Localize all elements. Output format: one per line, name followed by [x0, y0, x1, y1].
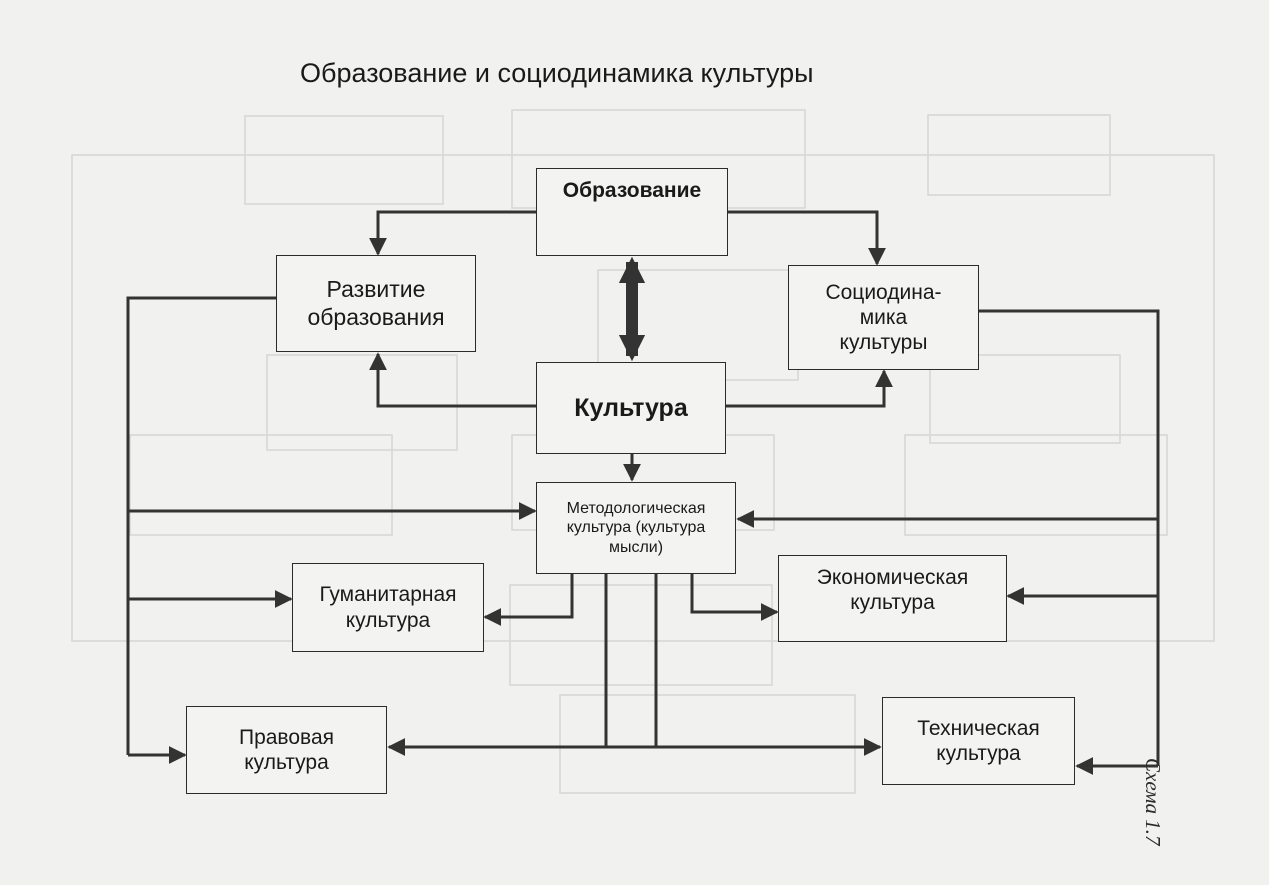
arrow-obrazovanie-to-razvitie — [369, 210, 536, 256]
left-bus — [126, 296, 276, 755]
node-razvitie-obrazovaniya: Развитие образования — [276, 255, 476, 352]
arrow-kultura-to-razvitie — [369, 352, 536, 408]
node-tekhnicheskaya-kultura: Техническая культура — [882, 697, 1075, 785]
node-kultura: Культура — [536, 362, 726, 454]
right-bus — [979, 309, 1160, 766]
node-sociodinamika-kultury: Социодина- мика культуры — [788, 265, 979, 370]
node-obrazovanie: Образование — [536, 168, 728, 256]
connectors — [126, 210, 1160, 775]
node-pravovaya-kultura: Правовая культура — [186, 706, 387, 794]
node-metodologicheskaya-kultura: Методологическая культура (культура мысл… — [536, 482, 736, 574]
arrow-metod-to-ekon — [690, 574, 779, 621]
node-gumanitarnaya-kultura: Гуманитарная культура — [292, 563, 484, 652]
arrow-metod-to-guman — [483, 574, 574, 626]
scheme-caption: Схема 1.7 — [1141, 758, 1165, 846]
arrow-obrazovanie-to-sociodinamika — [728, 210, 886, 266]
arrow-kultura-to-sociodinamika — [726, 369, 893, 408]
diagram-title: Образование и социодинамика культуры — [300, 58, 814, 88]
node-ekonomicheskaya-kultura: Экономическая культура — [778, 555, 1007, 642]
